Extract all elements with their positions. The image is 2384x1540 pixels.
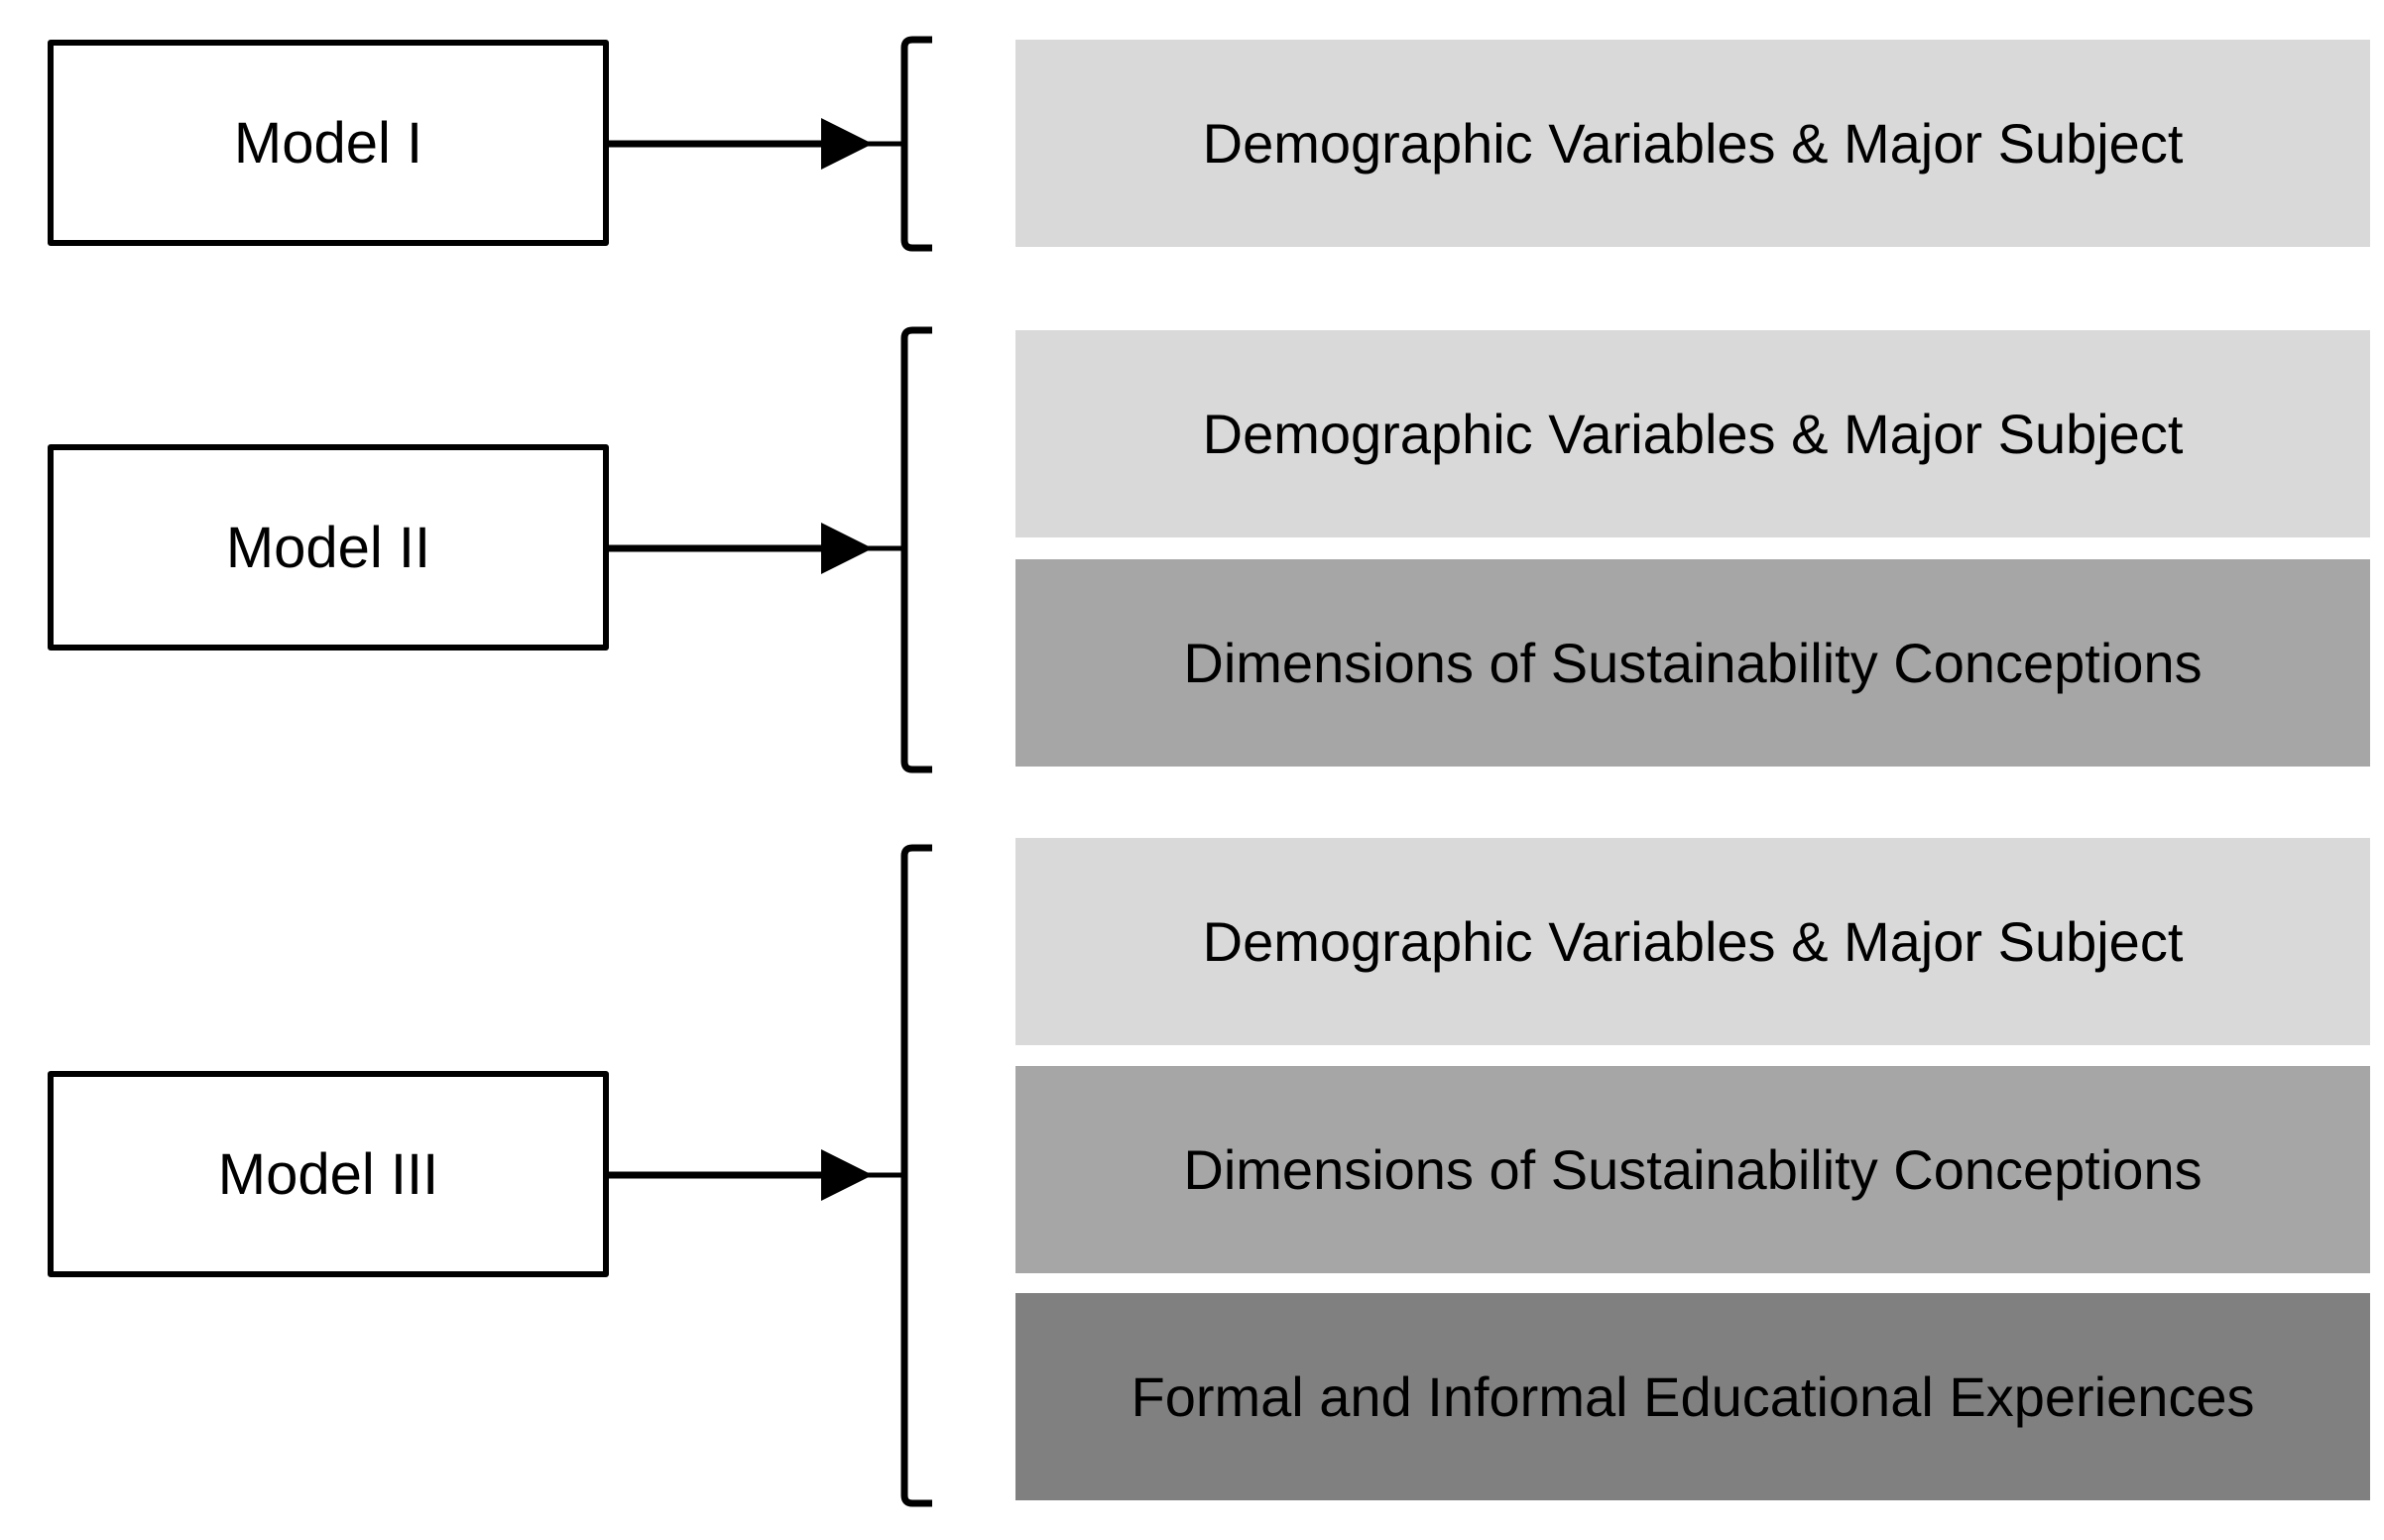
model-2-label: Model II [225, 515, 431, 580]
model-2-variable-2: Dimensions of Sustainability Conceptions [1015, 559, 2370, 767]
variable-text: Dimensions of Sustainability Conceptions [1183, 632, 2203, 694]
variable-text: Dimensions of Sustainability Conceptions [1183, 1138, 2203, 1201]
variable-text: Formal and Informal Educational Experien… [1131, 1365, 2255, 1428]
model-3-variable-1: Demographic Variables & Major Subject [1015, 838, 2370, 1045]
model-1-variable-1: Demographic Variables & Major Subject [1015, 40, 2370, 247]
model-3-connector [609, 844, 932, 1507]
variable-text: Demographic Variables & Major Subject [1202, 910, 2184, 973]
model-2-bracket [900, 326, 932, 773]
model-1-box: Model I [48, 40, 609, 246]
model-3-label: Model III [217, 1141, 439, 1207]
model-3-variable-3: Formal and Informal Educational Experien… [1015, 1293, 2370, 1500]
model-1-arrowhead [821, 118, 873, 170]
model-1-bracket [900, 36, 932, 252]
model-3-variable-2: Dimensions of Sustainability Conceptions [1015, 1066, 2370, 1273]
variable-text: Demographic Variables & Major Subject [1202, 403, 2184, 465]
model-2-connector [609, 326, 932, 773]
model-1-connector [609, 36, 932, 252]
model-1-label: Model I [233, 110, 423, 176]
model-2-box: Model II [48, 444, 609, 651]
model-3-box: Model III [48, 1071, 609, 1277]
model-3-arrowhead [821, 1149, 873, 1201]
model-2-variable-1: Demographic Variables & Major Subject [1015, 330, 2370, 537]
model-3-bracket [900, 844, 932, 1507]
model-2-arrowhead [821, 523, 873, 574]
variable-text: Demographic Variables & Major Subject [1202, 112, 2184, 175]
